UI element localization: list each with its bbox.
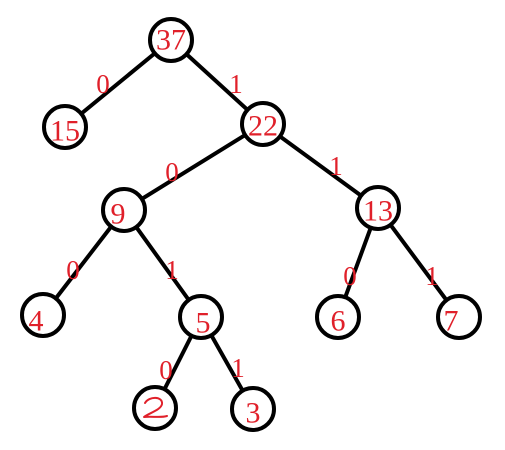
edge-n22-n9 [122,122,265,212]
edge-label-n9-n5: 1 [165,255,179,285]
tree-node-5: 5 [178,294,224,340]
edge-label-n5-n2: 0 [159,355,173,385]
node-circle [132,385,178,431]
node-circle [148,17,194,63]
tree-node-3: 3 [230,386,276,432]
tree-node-2 [132,385,178,431]
tree-node-13: 13 [355,185,401,231]
nodes-layer: 37 15 22 9 13 4 5 6 7 3 [20,17,482,432]
tree-node-15: 15 [42,104,88,150]
node-circle [240,101,286,147]
node-circle [315,294,361,340]
node-circle [436,294,482,340]
node-label: 6 [331,305,346,338]
node-label: 37 [156,24,186,57]
node-label: 4 [29,305,44,338]
edge-label-n13-n6: 0 [343,261,357,291]
node-circle [20,292,66,338]
node-circle [230,386,276,432]
node-label: 13 [363,195,393,228]
tree-node-9: 9 [101,187,147,233]
node-circle [178,294,224,340]
node-label: 3 [246,397,261,430]
node-label: 15 [50,115,80,148]
edge-label-n13-n7: 1 [425,261,439,291]
tree-node-37: 37 [148,17,194,63]
node-label-handwritten [143,396,168,418]
tree-node-7: 7 [436,294,482,340]
edge-label-n22-n9: 0 [165,157,179,187]
node-label: 22 [248,110,278,143]
edge-label-n37-n22: 1 [229,69,243,99]
edge-label-n9-n4: 0 [66,255,80,285]
tree-node-22: 22 [240,101,286,147]
node-label: 7 [444,305,459,338]
edge-n22-n13 [261,122,380,210]
tree-node-4: 4 [20,292,66,338]
node-circle [355,185,401,231]
node-circle [42,104,88,150]
node-label: 5 [196,307,211,340]
node-circle [101,187,147,233]
edge-label-n5-n3: 1 [231,353,245,383]
edge-labels-layer: 0 1 0 1 0 1 0 1 0 1 [66,69,439,385]
tree-node-6: 6 [315,294,361,340]
edge-label-n22-n13: 1 [329,151,343,181]
node-label: 9 [111,198,126,231]
edge-label-n37-n15: 0 [96,69,110,99]
